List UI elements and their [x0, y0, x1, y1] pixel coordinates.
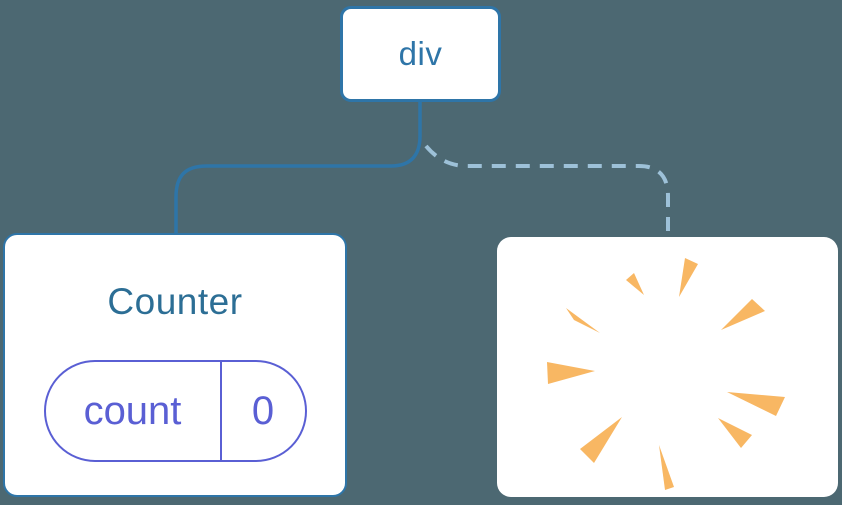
- dashed-connector-line: [424, 144, 670, 235]
- root-node-label: div: [398, 35, 443, 72]
- root-node-div: div: [340, 6, 501, 102]
- component-title: Counter: [107, 281, 243, 322]
- state-value: 0: [251, 388, 275, 433]
- state-key-label: count: [83, 388, 182, 433]
- poof-sparks-icon: [547, 258, 785, 490]
- solid-connector-line: [174, 101, 422, 233]
- removed-component-card: [497, 237, 838, 497]
- state-value-section: 0: [219, 362, 305, 460]
- counter-component-card: Counter count 0: [3, 233, 347, 497]
- state-key-section: count: [46, 362, 220, 460]
- state-pill: count 0: [43, 360, 307, 462]
